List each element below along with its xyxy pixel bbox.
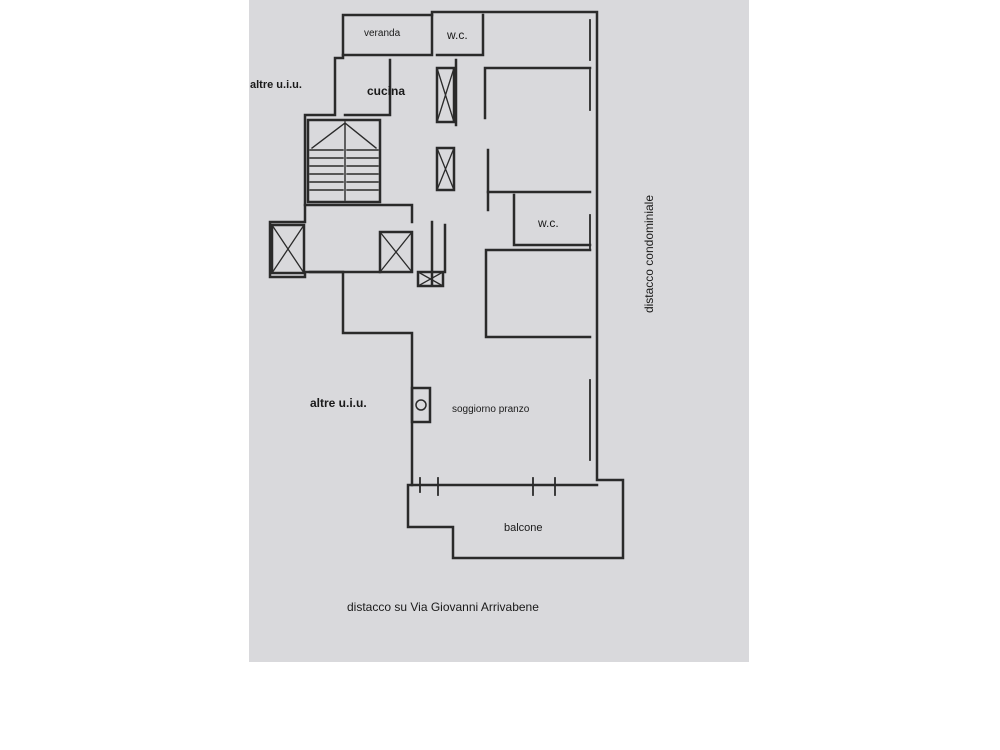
- wall-veranda: [341, 13, 434, 57]
- room-balcone: balcone: [504, 522, 543, 534]
- shaft-small: [416, 270, 445, 288]
- outer-wall: [268, 10, 625, 560]
- shaft-mid: [378, 230, 414, 274]
- shaft-left: [270, 223, 306, 275]
- shaft-lower: [435, 146, 456, 192]
- wall-corridor: [430, 58, 490, 287]
- stair-lines: [309, 121, 379, 201]
- edge-bottom: distacco su Via Giovanni Arrivabene: [347, 600, 539, 614]
- wall-room-upper: [483, 66, 592, 120]
- room-wc-mid: w.c.: [538, 216, 559, 230]
- wall-wc-top: [435, 13, 485, 57]
- wall-wc-mid: [512, 193, 592, 247]
- neighbor-middle: altre u.i.u.: [310, 396, 367, 410]
- wall-room-mid: [486, 190, 592, 212]
- fireplace: [410, 386, 432, 424]
- room-cucina: cucina: [367, 84, 406, 98]
- stairwell: [306, 118, 382, 204]
- shaft-top: [435, 66, 456, 124]
- wall-room-lower: [484, 248, 592, 339]
- room-soggiorno: soggiorno pranzo: [452, 404, 530, 415]
- stair-landing: [303, 203, 414, 274]
- neighbor-top: altre u.i.u.: [250, 79, 302, 91]
- room-wc-top: w.c.: [447, 28, 468, 42]
- plan-sheet: [249, 0, 749, 662]
- room-veranda: veranda: [364, 28, 401, 39]
- wall-cucina: [343, 58, 392, 117]
- edge-right: distacco condominiale: [642, 194, 656, 314]
